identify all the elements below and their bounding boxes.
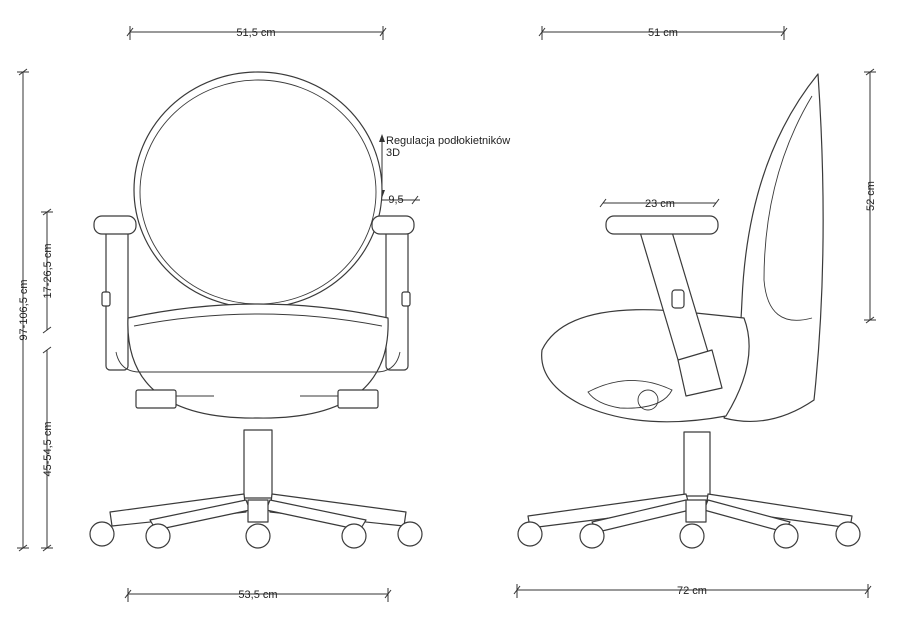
front-top-width-label: 51,5 cm: [236, 27, 275, 39]
armrest-width-label: 23 cm: [645, 198, 675, 210]
backrest-height-label: 52 cm: [865, 181, 877, 211]
side-top-depth-label: 51 cm: [648, 27, 678, 39]
chair-side-view: [517, 73, 861, 549]
side-base-depth-label: 72 cm: [677, 585, 707, 597]
armrest-offset-label: 9,5: [388, 194, 403, 206]
chair-front-view: [89, 71, 423, 549]
seat-height-label: 45-54,5 cm: [42, 421, 54, 476]
total-height-label: 97-106,5 cm: [18, 279, 30, 340]
armrest-adjust-3d-label: 3D: [386, 147, 400, 159]
front-base-width-label: 53,5 cm: [238, 589, 277, 601]
armrest-height-label: 17-26,5 cm: [42, 243, 54, 298]
armrest-adjust-label: Regulacja podłokietników: [386, 135, 510, 147]
